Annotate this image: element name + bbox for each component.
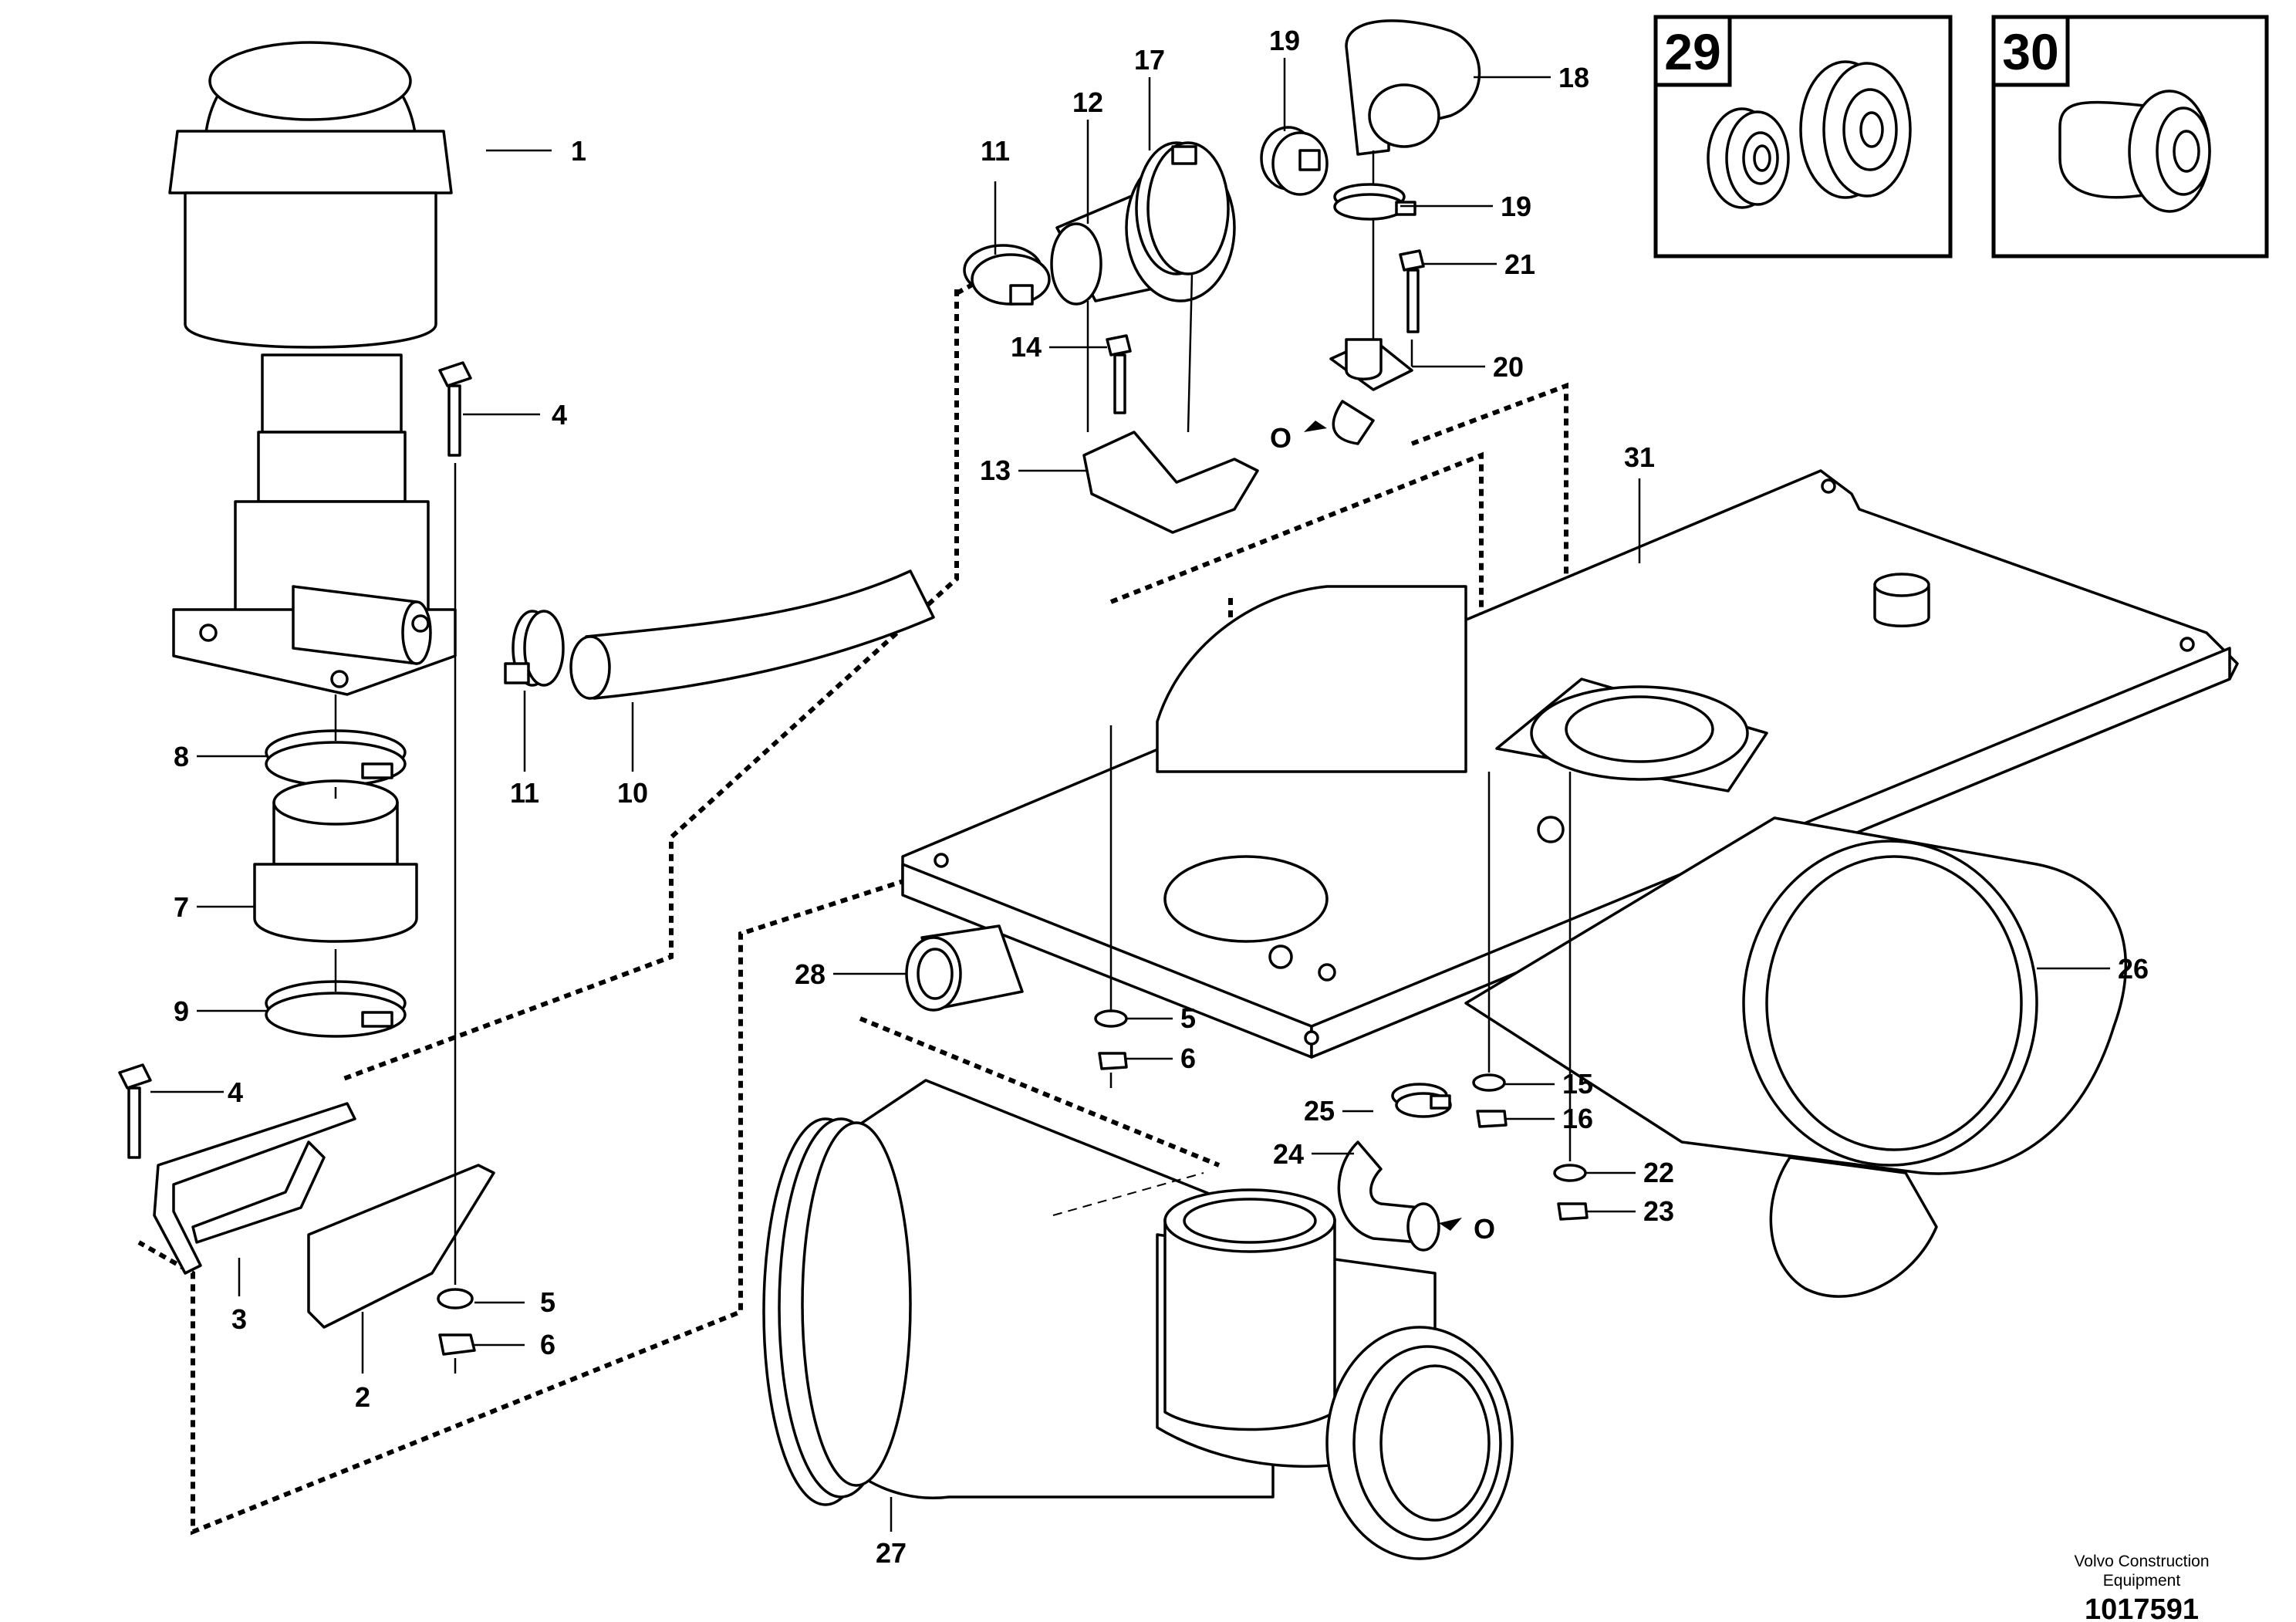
drawing-number: 1017591 (2085, 1593, 2199, 1622)
nut-23 (1557, 1202, 1589, 1221)
hose-clamp-11-upper (963, 244, 1051, 306)
callout-6-lower: 6 (540, 1329, 555, 1360)
hose-clamp-19-upper (1260, 126, 1329, 196)
callout-14: 14 (1011, 331, 1042, 363)
callout-31: 31 (1624, 441, 1655, 473)
bolt-4-upper (438, 361, 472, 457)
marker-o-lower: O (1439, 1213, 1495, 1245)
inset-30-label: 30 (2002, 23, 2058, 80)
callout-28: 28 (795, 958, 826, 990)
bolt-4-lower (118, 1063, 152, 1159)
company-name-line1: Volvo Construction (2074, 1553, 2209, 1570)
plug-cap-icon (2058, 90, 2211, 213)
callout-8: 8 (174, 741, 189, 772)
callout-labels: 1 2 3 4 4 5 5 6 6 7 8 9 10 11 11 12 13 1… (174, 25, 2149, 1569)
air-cleaner-27 (762, 1079, 1514, 1560)
callout-27: 27 (876, 1537, 907, 1569)
hose-10 (569, 569, 935, 700)
callout-11-upper: 11 (981, 135, 1010, 167)
callout-16: 16 (1562, 1103, 1593, 1134)
callout-25: 25 (1304, 1095, 1335, 1127)
hose-clamp-11-lower (504, 610, 565, 687)
washer-15 (1472, 1073, 1506, 1092)
tube-28 (905, 924, 1024, 1012)
svg-text:O: O (1474, 1213, 1495, 1245)
callout-12: 12 (1072, 86, 1103, 118)
fitting-20 (1329, 338, 1413, 445)
washer-5-upper (1094, 1009, 1128, 1028)
callout-19-upper: 19 (1269, 25, 1300, 56)
nut-6-upper (1098, 1052, 1128, 1070)
callout-22: 22 (1643, 1157, 1674, 1188)
hose-24 (1337, 1140, 1440, 1252)
inset-box-30: 30 (1991, 15, 2269, 259)
hose-clamp-19-lower (1333, 183, 1416, 221)
silencer-26 (1156, 585, 2127, 1298)
callout-7: 7 (174, 891, 189, 923)
callout-18: 18 (1558, 62, 1589, 93)
bolt-21 (1399, 249, 1425, 333)
callout-6-upper: 6 (1180, 1042, 1196, 1074)
company-name-line2: Equipment (2103, 1572, 2181, 1590)
hose-clamp-17 (1135, 141, 1230, 275)
callout-5-upper: 5 (1180, 1002, 1196, 1034)
callout-1: 1 (571, 135, 586, 167)
drawing-footer: Volvo Construction Equipment 1017591 (2074, 1553, 2209, 1622)
callout-9: 9 (174, 995, 189, 1027)
bracket-13 (1082, 431, 1259, 534)
callout-21: 21 (1504, 248, 1535, 280)
washer-22 (1553, 1164, 1587, 1182)
callout-20: 20 (1493, 351, 1524, 383)
pre-cleaner-1 (168, 41, 457, 696)
callout-5-lower: 5 (540, 1286, 555, 1318)
bracket-3 (153, 1102, 356, 1275)
callout-2: 2 (355, 1381, 370, 1413)
callout-10: 10 (617, 777, 648, 809)
inset-box-29: 29 (1653, 15, 1953, 259)
bracket-2 (307, 1164, 495, 1329)
callout-3: 3 (231, 1303, 247, 1335)
svg-text:O: O (1270, 422, 1292, 454)
elbow-18 (1345, 19, 1481, 156)
callout-11-lower: 11 (510, 777, 539, 809)
callout-23: 23 (1643, 1195, 1674, 1227)
hose-clamp-9 (265, 980, 407, 1038)
callout-19-lower: 19 (1501, 191, 1531, 222)
callout-15: 15 (1562, 1068, 1593, 1100)
leader-lines (150, 58, 2110, 1532)
grommet-small-icon (1707, 107, 1790, 209)
nut-6-lower (438, 1333, 476, 1356)
grommet-large-icon (1799, 60, 1912, 199)
washer-5-lower (437, 1288, 474, 1309)
marker-o-upper: O (1270, 421, 1327, 454)
callout-4-lower: 4 (228, 1076, 243, 1108)
inset-29-label: 29 (1664, 23, 1720, 80)
callout-17: 17 (1134, 44, 1165, 76)
bolt-14 (1106, 334, 1132, 414)
callout-4-upper: 4 (552, 399, 567, 431)
callout-24: 24 (1273, 1138, 1304, 1170)
callout-26: 26 (2118, 953, 2149, 985)
rubber-sleeve-7 (253, 779, 418, 943)
hose-clamp-8 (265, 729, 407, 787)
callout-13: 13 (980, 454, 1011, 486)
nut-16 (1476, 1110, 1508, 1128)
hose-clamp-25 (1391, 1083, 1452, 1118)
